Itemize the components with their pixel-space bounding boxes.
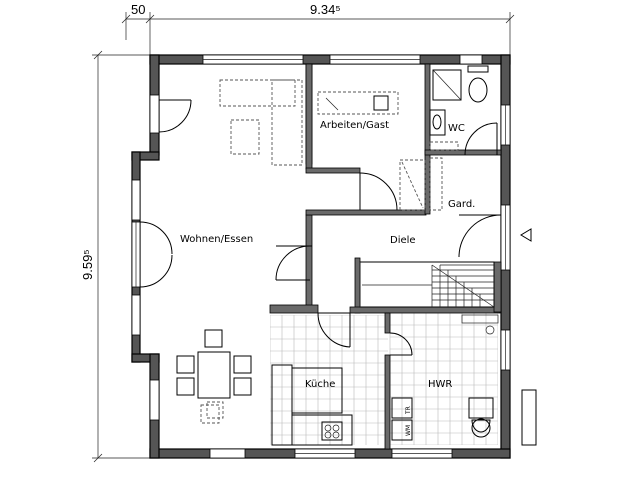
dimension-label-small: 50 [131, 2, 145, 17]
room-label-wc: WC [448, 123, 465, 134]
room-label-wardrobe: Gard. [448, 199, 475, 210]
entrance-marker [521, 389, 537, 446]
dimension-label-height: 9.59⁵ [80, 249, 95, 280]
entrance-arrow-icon [520, 228, 532, 242]
hwr-fixtures [391, 314, 499, 441]
staircase [359, 261, 495, 308]
appliance-label-washer: WM [405, 425, 412, 436]
wardrobe-furniture [429, 157, 443, 211]
windows [131, 54, 511, 459]
doors [139, 99, 502, 356]
study-furniture [317, 91, 426, 211]
dimension-left: 9.59⁵ [80, 50, 150, 463]
dimension-label-width: 9.34⁵ [310, 2, 341, 17]
exterior-walls [131, 54, 511, 459]
room-label-hall: Diele [390, 235, 416, 246]
room-label-utility: HWR [428, 379, 452, 390]
dining-table [176, 329, 252, 419]
dimension-top: 50 9.34⁵ [121, 2, 515, 58]
room-label-kitchen: Küche [305, 379, 335, 390]
interior-walls [269, 63, 502, 450]
room-label-study: Arbeiten/Gast [320, 120, 389, 131]
room-label-living: Wohnen/Essen [180, 234, 253, 245]
living-furniture [200, 79, 303, 424]
kitchen-counters [271, 364, 353, 446]
wc-fixtures [429, 65, 489, 151]
appliance-label-dryer: TR [405, 406, 412, 415]
kitchen-tiles [270, 315, 388, 445]
